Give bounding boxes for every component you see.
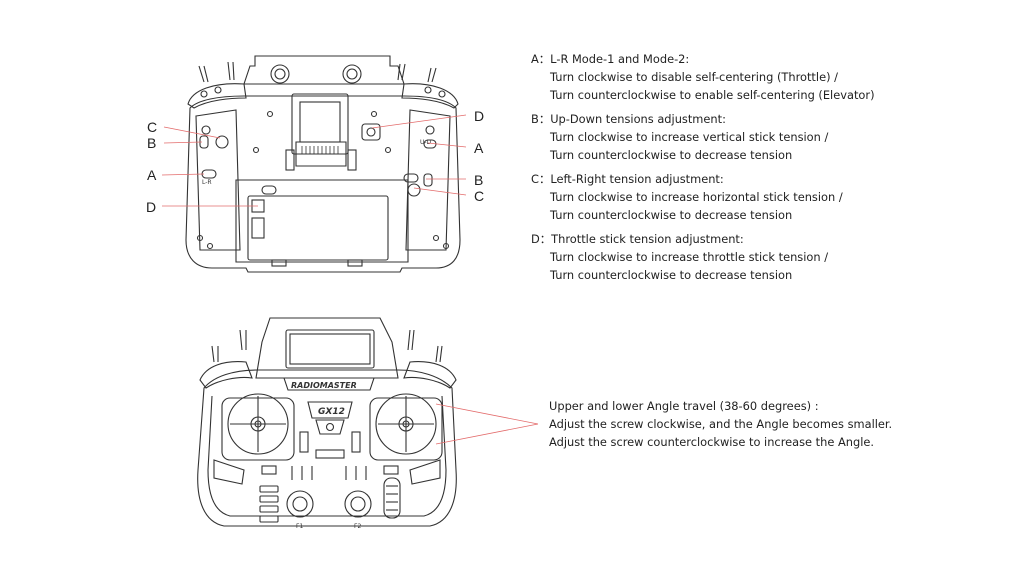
note-b-line-1: Turn clockwise to increase vertical stic… xyxy=(550,130,829,144)
note-d-line-1: Turn clockwise to increase throttle stic… xyxy=(550,250,829,264)
note-a-line-1: Turn clockwise to disable self-centering… xyxy=(550,70,838,84)
callout-a-right: A xyxy=(474,140,484,156)
note-b-heading: B：Up-Down tensions adjustment: xyxy=(531,112,726,126)
note-b: B：Up-Down tensions adjustment: Turn cloc… xyxy=(531,110,1001,164)
lr-mark: L-R xyxy=(202,179,212,186)
note-c-line-1: Turn clockwise to increase horizontal st… xyxy=(550,190,843,204)
note-c: C：Left-Right tension adjustment: Turn cl… xyxy=(531,170,1001,224)
travel-line-1: Upper and lower Angle travel (38-60 degr… xyxy=(549,399,819,413)
pot-right-label: F2 xyxy=(354,523,361,530)
note-d-line-2: Turn counterclockwise to decrease tensio… xyxy=(550,268,793,282)
callout-c-left: C xyxy=(147,119,158,135)
note-b-line-2: Turn counterclockwise to decrease tensio… xyxy=(550,148,793,162)
note-a-heading: A：L-R Mode-1 and Mode-2: xyxy=(531,52,690,66)
transmitter-front-view xyxy=(197,317,457,527)
note-c-line-2: Turn counterclockwise to decrease tensio… xyxy=(550,208,793,222)
note-a: A：L-R Mode-1 and Mode-2: Turn clockwise … xyxy=(531,50,1001,104)
callout-b-left: B xyxy=(147,135,157,151)
callout-b-right: B xyxy=(474,172,484,188)
brand-label: RADIOMASTER xyxy=(291,381,357,390)
travel-line-3: Adjust the screw counterclockwise to inc… xyxy=(549,435,875,449)
front-body-outline xyxy=(197,369,457,527)
callout-a-left: A xyxy=(147,167,157,183)
angle-travel-note: Upper and lower Angle travel (38-60 degr… xyxy=(549,397,1009,451)
note-d: D：Throttle stick tension adjustment: Tur… xyxy=(531,230,1001,284)
model-label: GX12 xyxy=(318,407,345,417)
callout-d-left: D xyxy=(146,199,157,215)
callout-c-right: C xyxy=(474,188,485,204)
back-body-outline xyxy=(185,95,461,273)
ud-mark: U-D xyxy=(420,139,432,146)
callout-d-right: D xyxy=(474,108,485,124)
note-a-line-2: Turn counterclockwise to enable self-cen… xyxy=(550,88,875,102)
pot-left-label: F1 xyxy=(296,523,303,530)
back-top-handle xyxy=(243,55,405,85)
note-d-heading: D：Throttle stick tension adjustment: xyxy=(531,232,744,246)
note-c-heading: C：Left-Right tension adjustment: xyxy=(531,172,724,186)
adjustment-notes: A：L-R Mode-1 and Mode-2: Turn clockwise … xyxy=(531,50,1001,290)
travel-line-2: Adjust the screw clockwise, and the Angl… xyxy=(549,417,893,431)
